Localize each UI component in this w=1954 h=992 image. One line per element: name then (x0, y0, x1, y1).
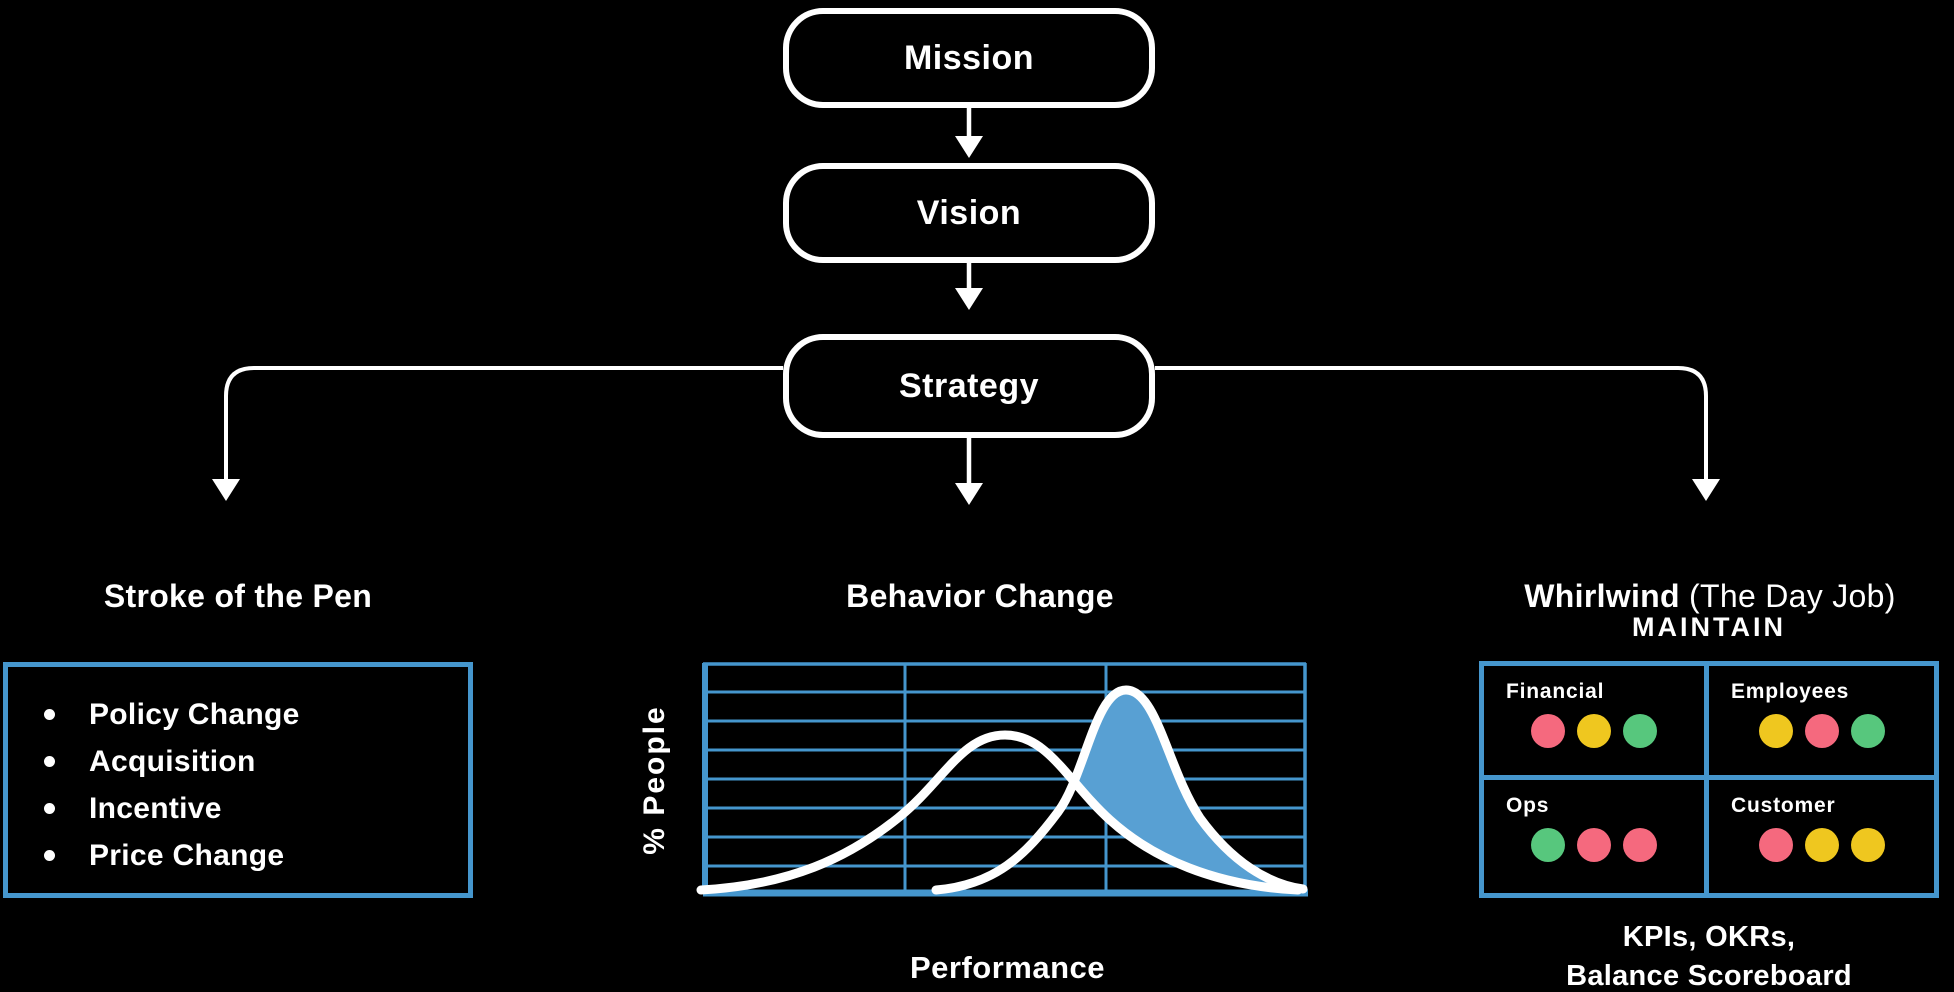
vision-box: Vision (783, 163, 1155, 263)
shifted-distribution-curve (931, 685, 1308, 895)
list-item: Acquisition (44, 738, 468, 785)
status-dot-yellow (1850, 827, 1885, 862)
behavior-change-title: Behavior Change (846, 578, 1114, 614)
list-item-label: Acquisition (89, 744, 256, 778)
whirlwind-title: Whirlwind (1524, 578, 1680, 614)
cell-label: Customer (1731, 793, 1836, 817)
behavior-change-header: Behavior Change (655, 578, 1305, 615)
status-dot-red (1531, 714, 1565, 748)
list-item: Incentive (44, 785, 468, 832)
balanced-scoreboard-grid: Financial Employees Ops Customer (1479, 661, 1939, 898)
status-dot-green (1531, 827, 1565, 862)
status-dots (1731, 714, 1934, 748)
arrow-strategy-to-stroke-of-pen (212, 366, 783, 501)
status-dot-yellow (1758, 714, 1793, 748)
status-dot-red (1804, 714, 1839, 748)
status-dot-green (1623, 714, 1657, 748)
chart-y-axis-label: % People (638, 705, 671, 855)
arrow-vision-to-strategy (955, 263, 983, 310)
arrow-strategy-to-whirlwind (1155, 366, 1720, 501)
arrow-strategy-to-behavior-change (955, 438, 983, 505)
maintain-label: MAINTAIN (1632, 612, 1786, 642)
list-item-label: Policy Change (89, 697, 300, 731)
chart-x-axis-label: Performance (909, 950, 1106, 985)
list-item-label: Price Change (89, 838, 285, 872)
shifted-distribution-fill (703, 663, 1308, 894)
whirlwind-title-suffix: (The Day Job) (1679, 578, 1896, 614)
kpi-footer-line2: Balance Scoreboard (1566, 960, 1852, 992)
status-dots (1731, 827, 1934, 862)
status-dot-yellow (1804, 827, 1839, 862)
kpi-footer-line1: KPIs, OKRs, (1622, 921, 1796, 953)
mission-label: Mission (903, 38, 1035, 77)
strategy-box: Strategy (783, 334, 1155, 438)
bullet-icon (44, 803, 55, 814)
status-dot-red (1623, 827, 1657, 862)
status-dot-green (1850, 714, 1885, 748)
vision-label: Vision (916, 193, 1022, 232)
performance-chart (696, 662, 1308, 897)
scoreboard-cell-employees: Employees (1709, 666, 1934, 780)
scoreboard-cell-financial: Financial (1484, 666, 1709, 780)
status-dot-red (1577, 827, 1611, 862)
arrow-mission-to-vision (955, 108, 983, 158)
status-dot-yellow (1577, 714, 1611, 748)
whirlwind-header: Whirlwind (The Day Job) (1430, 578, 1954, 615)
mission-box: Mission (783, 8, 1155, 108)
cell-label: Employees (1731, 680, 1850, 703)
bullet-icon (44, 756, 55, 767)
status-dots (1506, 827, 1704, 862)
list-item-label: Incentive (89, 791, 222, 825)
scoreboard-cell-customer: Customer (1709, 780, 1934, 894)
scoreboard-cell-ops: Ops (1484, 779, 1709, 893)
bullet-icon (44, 850, 55, 861)
stroke-of-pen-header: Stroke of the Pen (3, 578, 473, 615)
cell-label: Financial (1506, 680, 1605, 703)
strategy-label: Strategy (898, 366, 1040, 405)
status-dots (1506, 714, 1704, 748)
status-dot-red (1758, 827, 1793, 862)
bullet-icon (44, 709, 55, 720)
stroke-of-pen-title: Stroke of the Pen (103, 578, 373, 614)
list-item: Price Change (44, 832, 468, 879)
kpi-footer: KPIs, OKRs, Balance Scoreboard (1479, 918, 1939, 992)
current-distribution-curve (696, 730, 1303, 895)
cell-label: Ops (1506, 793, 1550, 817)
list-item: Policy Change (44, 691, 468, 738)
